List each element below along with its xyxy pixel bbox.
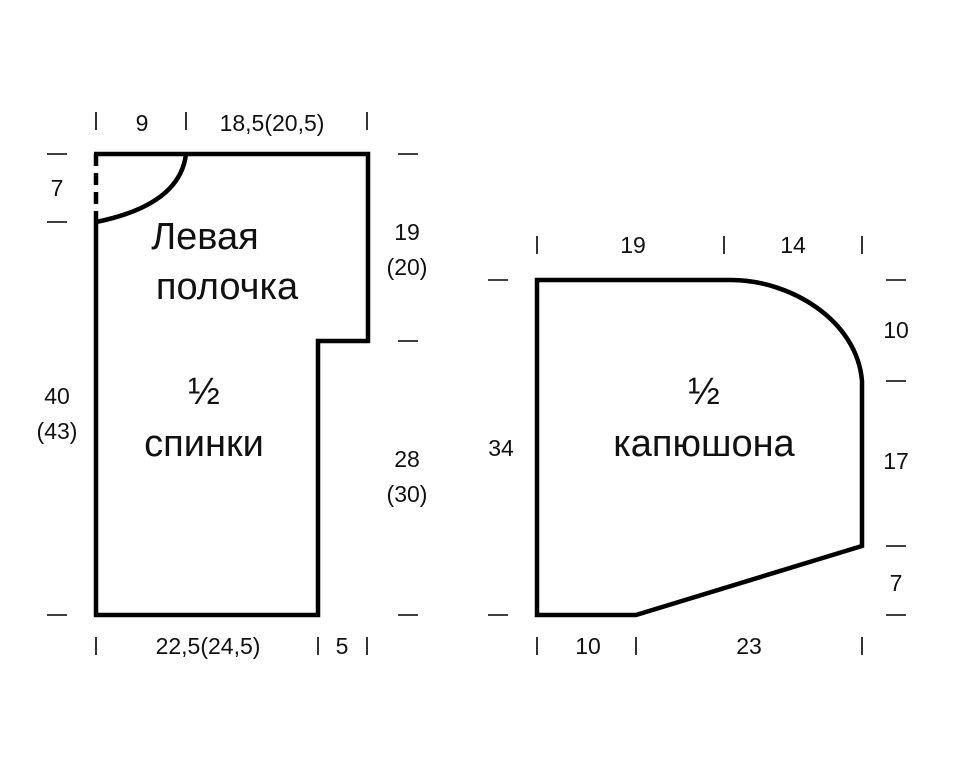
dim-lower-side-height: 28 <box>394 446 420 472</box>
label-half-back-word: спинки <box>144 423 264 465</box>
dim-bottom-overlap: 5 <box>336 633 349 659</box>
dim-neck-depth: 7 <box>51 175 64 201</box>
neckline-curve <box>95 153 189 225</box>
hood-piece <box>534 277 865 618</box>
dim-lower-side-height-alt: (30) <box>387 481 428 507</box>
label-left-front-line2: полочка <box>156 266 299 308</box>
dim-armhole-height-alt: (20) <box>387 254 428 280</box>
dim-top-neck-width: 9 <box>136 110 149 136</box>
dim-bottom-width: 22,5(24,5) <box>156 633 261 659</box>
dim-top-shoulder-width: 18,5(20,5) <box>220 110 325 136</box>
dim-hood-top-width: 19 <box>620 232 646 258</box>
dim-hood-bottom-width: 10 <box>575 633 601 659</box>
label-half-hood-fraction: ½ <box>688 371 720 413</box>
dim-hood-curve-height: 10 <box>883 317 909 343</box>
front-back-outline <box>93 151 371 618</box>
dim-side-height-alt: (43) <box>37 418 78 444</box>
front-back-ticks <box>47 112 418 655</box>
label-left-front-line1: Левая <box>151 216 259 258</box>
hood-outline <box>534 277 865 618</box>
dim-hood-height: 34 <box>488 435 514 461</box>
front-back-piece <box>93 151 371 618</box>
dim-hood-top-curve-width: 14 <box>780 232 806 258</box>
hood-ticks <box>488 236 906 655</box>
label-half-hood-word: капюшона <box>613 423 795 465</box>
dim-hood-slope-height: 7 <box>890 570 903 596</box>
dim-armhole-height: 19 <box>394 219 420 245</box>
dim-hood-straight-height: 17 <box>883 448 909 474</box>
label-half-back-fraction: ½ <box>188 371 220 413</box>
dim-hood-slope-width: 23 <box>736 633 762 659</box>
dim-side-height: 40 <box>44 383 70 409</box>
